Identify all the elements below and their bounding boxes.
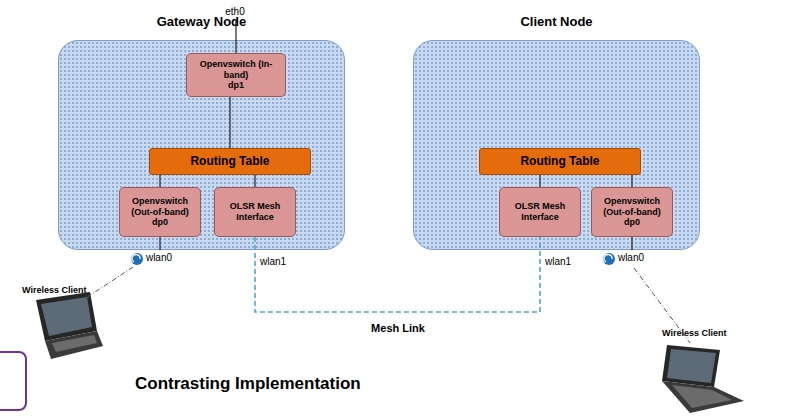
port-wire (159, 237, 160, 250)
port-label: eth0 (225, 6, 244, 17)
mesh-interface-box: OLSR Mesh Interface (214, 187, 296, 237)
mesh-interface-box: OLSR Mesh Interface (499, 187, 581, 237)
port-wire (631, 237, 632, 250)
connector-line (229, 97, 230, 148)
port-label: wlan1 (260, 256, 286, 267)
routing-table: Routing Table (149, 148, 311, 175)
node-heading: Client Node (414, 14, 699, 29)
box-text: dp0 (624, 217, 640, 228)
box-text: dp1 (228, 80, 244, 91)
wireless-icon (86, 253, 143, 298)
gateway-node: Gateway NodeOpenvswitch (In-band)dp1Rout… (58, 40, 345, 250)
port-wire (235, 20, 236, 53)
connector-line (539, 175, 540, 187)
box-text: Routing Table (190, 154, 269, 168)
box-text: dp0 (152, 217, 168, 228)
box-text: Openvswitch (Out-of-band) (596, 196, 668, 218)
box-text: Openvswitch (In-band) (191, 59, 281, 81)
switch-box: Openvswitch (Out-of-band)dp0 (119, 187, 201, 237)
box-text: OLSR Mesh Interface (504, 201, 576, 223)
node-heading: Gateway Node (59, 14, 344, 29)
port-label: wlan0 (146, 252, 172, 263)
connector-line (254, 175, 255, 187)
box-text: Routing Table (520, 154, 599, 168)
connector-line (159, 175, 160, 187)
routing-table: Routing Table (479, 148, 641, 175)
switch-box: Openvswitch (In-band)dp1 (186, 53, 286, 97)
box-text: Openvswitch (Out-of-band) (124, 196, 196, 218)
client-label: Wireless Client (22, 285, 86, 295)
connector-line (631, 175, 632, 187)
client-label: Wireless Client (662, 328, 726, 338)
box-text: OLSR Mesh Interface (219, 201, 291, 223)
laptop-icon (36, 292, 103, 359)
slide-frame (0, 352, 26, 410)
port-label: wlan1 (545, 256, 571, 267)
port-label: wlan0 (618, 252, 644, 263)
mesh-link (255, 237, 540, 312)
caption: Contrasting Implementation (135, 374, 361, 394)
link-label: Mesh Link (371, 322, 425, 334)
client-node: Client NodeRouting TableOLSR Mesh Interf… (413, 40, 700, 250)
switch-box: Openvswitch (Out-of-band)dp0 (591, 187, 673, 237)
laptop-icon (662, 345, 744, 413)
